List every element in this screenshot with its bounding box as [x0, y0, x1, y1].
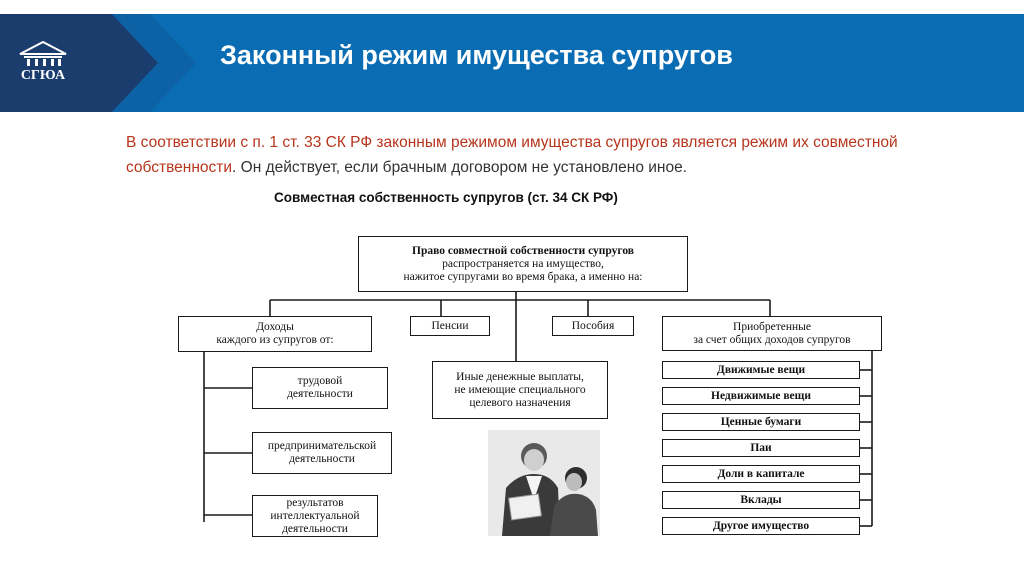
other-payments-box: Иные денежные выплаты, не имеющие специа… [432, 361, 608, 419]
intro-paragraph: В соответствии с п. 1 ст. 33 СК РФ закон… [126, 130, 986, 180]
acquired-heading-line1: Приобретенные [733, 321, 811, 334]
income-heading-line1: Доходы [256, 321, 294, 334]
income-item-line1: предпринимательской [268, 440, 376, 453]
income-item-line2: деятельности [289, 453, 355, 466]
acquired-heading-line2: за счет общих доходов супругов [693, 334, 850, 347]
benefits-box: Пособия [552, 316, 634, 336]
header-band: СГЮА Законный режим имущества супругов [0, 0, 1024, 112]
acquired-item-label: Паи [750, 442, 771, 455]
income-heading-box: Доходы каждого из супругов от: [178, 316, 372, 352]
root-line2: распространяется на имущество, [442, 258, 604, 271]
income-item-line2: деятельности [287, 388, 353, 401]
acquired-item: Паи [662, 439, 860, 457]
other-payments-line1: Иные денежные выплаты, [456, 371, 584, 384]
income-item-line1: результатов [286, 497, 343, 510]
sgua-logo: СГЮА [14, 38, 72, 94]
income-heading-line2: каждого из супругов от: [216, 334, 333, 347]
income-item: предпринимательской деятельности [252, 432, 392, 474]
acquired-item-label: Другое имущество [713, 520, 809, 533]
acquired-item: Недвижимые вещи [662, 387, 860, 405]
acquired-item-label: Вклады [740, 494, 781, 507]
income-item-line2: интеллектуальной [270, 510, 359, 523]
slide-title: Законный режим имущества супругов [220, 40, 980, 71]
pensions-box: Пенсии [410, 316, 490, 336]
income-item-line3: деятельности [282, 523, 348, 536]
logo-text: СГЮА [14, 68, 72, 84]
acquired-item: Вклады [662, 491, 860, 509]
root-line1: Право совместной собственности супругов [412, 245, 634, 258]
root-line3: нажитое супругами во время брака, а имен… [403, 271, 642, 284]
income-item: результатов интеллектуальной деятельност… [252, 495, 378, 537]
other-payments-line2: не имеющие специального [454, 384, 585, 397]
acquired-item: Движимые вещи [662, 361, 860, 379]
pensions-label: Пенсии [432, 320, 469, 333]
acquired-item-label: Недвижимые вещи [711, 390, 811, 403]
root-box: Право совместной собственности супругов … [358, 236, 688, 292]
acquired-item: Доли в капитале [662, 465, 860, 483]
acquired-item-label: Ценные бумаги [721, 416, 802, 429]
acquired-item-label: Движимые вещи [717, 364, 805, 377]
acquired-item: Ценные бумаги [662, 413, 860, 431]
intro-rest: . Он действует, если брачным договором н… [232, 159, 687, 176]
other-payments-line3: целевого назначения [469, 397, 570, 410]
benefits-label: Пособия [572, 320, 615, 333]
acquired-item-label: Доли в капитале [717, 468, 804, 481]
scheme-title: Совместная собственность супругов (ст. 3… [274, 190, 774, 205]
business-people-photo [488, 430, 600, 536]
acquired-item: Другое имущество [662, 517, 860, 535]
acquired-heading-box: Приобретенные за счет общих доходов супр… [662, 316, 882, 351]
income-item-line1: трудовой [298, 375, 343, 388]
building-icon [14, 38, 72, 68]
income-item: трудовой деятельности [252, 367, 388, 409]
